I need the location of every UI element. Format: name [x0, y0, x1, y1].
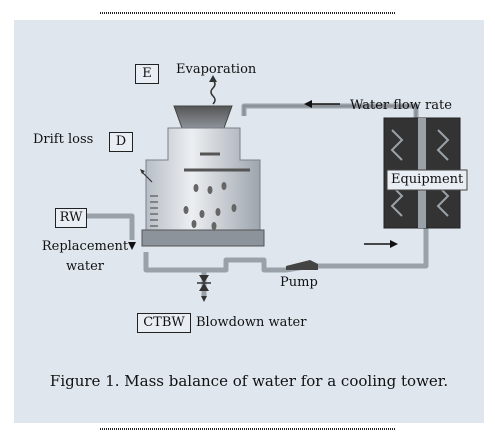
bottom-rule	[100, 428, 395, 430]
equipment-label-bg	[386, 169, 468, 191]
tower-body	[145, 127, 261, 237]
drift-box: D	[109, 132, 133, 152]
tower-basin	[141, 229, 265, 247]
equipment-label: Equipment	[391, 172, 464, 187]
cooling-tower	[140, 75, 265, 247]
top-rule	[100, 12, 395, 14]
blowdown-box: CTBW	[137, 313, 191, 333]
cooling-tower-diagram	[76, 75, 468, 302]
equipment-unit	[383, 117, 468, 229]
replacement-pipe	[76, 213, 135, 240]
replacement-water-box: RW	[55, 208, 87, 228]
supply-pipe	[143, 228, 429, 273]
drift-loss-label: Drift loss	[33, 132, 94, 147]
blowdown-valve-icon	[197, 275, 211, 302]
pump-label: Pump	[280, 275, 318, 290]
evaporation-box: E	[135, 64, 159, 84]
figure-panel: E Evaporation Water flow rate Drift loss…	[14, 20, 484, 423]
flow-arrow-left-icon	[304, 100, 340, 108]
tower-fan-deck	[173, 105, 233, 129]
figure-caption: Figure 1. Mass balance of water for a co…	[49, 372, 449, 390]
blowdown-water-label: Blowdown water	[196, 315, 307, 330]
evaporation-label: Evaporation	[176, 62, 257, 77]
makeup-arrow-icon	[128, 242, 136, 250]
pump-icon	[286, 260, 318, 270]
water-flow-rate-label: Water flow rate	[350, 98, 452, 113]
flow-arrow-right-icon	[364, 240, 398, 248]
evaporation-squiggle-icon	[210, 79, 216, 105]
replacement-water-label: Replacement water	[41, 239, 129, 274]
